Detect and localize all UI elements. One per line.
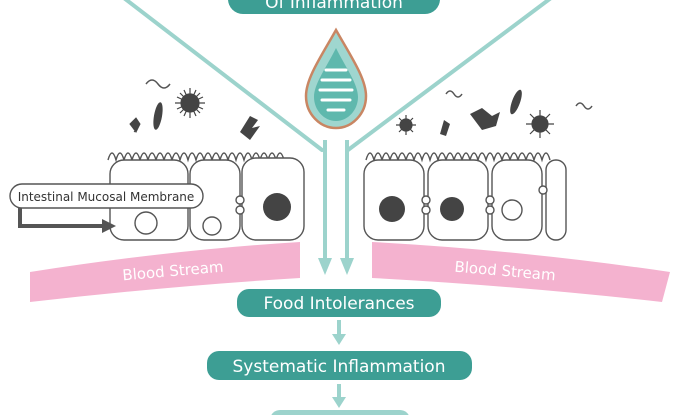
bacteria-cluster-icon [440,120,450,136]
bacteria-cluster-icon [129,117,141,133]
left-cells [107,152,305,241]
spiral-bacteria-icon [445,90,463,98]
food-intolerances-pill: Food Intolerances [237,289,441,317]
spiky-virus-icon [526,110,554,138]
spiral-bacteria-icon [145,79,171,89]
spiky-virus-icon [175,88,205,118]
gut-drop-icon [304,27,368,130]
food-intolerances-label: Food Intolerances [263,294,414,314]
systematic-inflammation-pill: Systematic Inflammation [207,351,472,380]
blood-stream-left: Blood Stream [30,242,300,302]
bacteria-cluster-icon [240,116,260,140]
bacteria-cluster-icon [470,108,500,130]
left-microbes [129,79,260,140]
funnel-lines [123,0,552,152]
mucosal-membrane-label: Intestinal Mucosal Membrane [18,190,195,204]
rod-bacteria-icon [510,89,522,115]
next-step-pill [271,410,409,415]
down-arrows [318,140,354,275]
title-text: Of Inflammation [265,0,403,13]
right-cells [363,152,567,241]
rod-bacteria-icon [153,102,163,130]
spiky-virus-icon [396,115,416,135]
right-microbes [396,89,593,138]
title-pill: Of Inflammation [228,0,440,14]
step-arrow [332,320,346,345]
mucosal-membrane-callout: Intestinal Mucosal Membrane [9,183,204,233]
blood-stream-right: Blood Stream [372,242,670,302]
spiral-bacteria-icon [575,102,593,110]
systematic-inflammation-label: Systematic Inflammation [233,357,446,377]
step-arrow [332,384,346,408]
